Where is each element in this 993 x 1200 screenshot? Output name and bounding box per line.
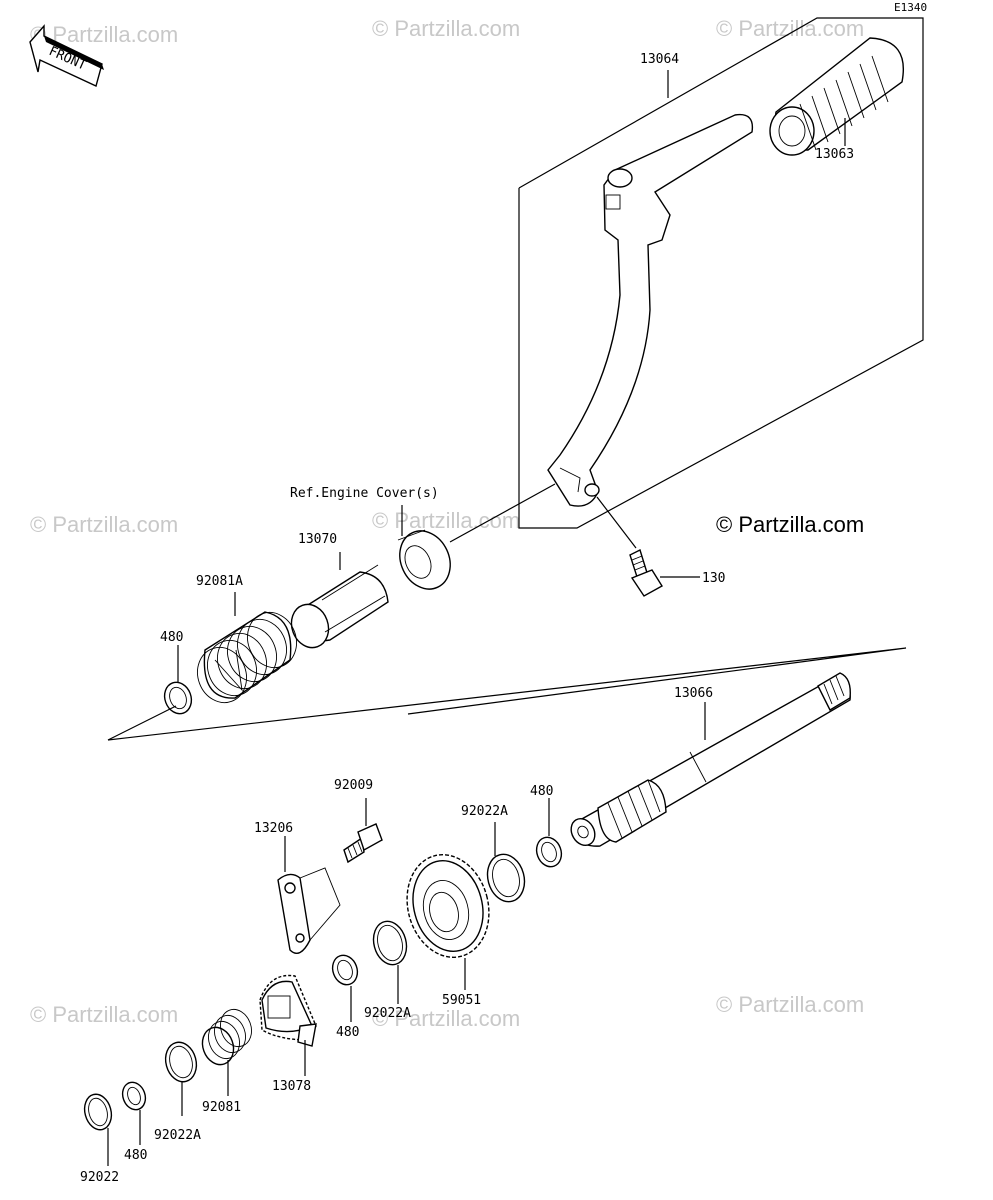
part-number-13064[interactable]: 13064 (640, 52, 679, 67)
diagram-code: E1340 (894, 1, 927, 14)
kick-pedal-arm (547, 113, 754, 507)
part-number-92022A[interactable]: 92022A (461, 804, 508, 819)
watermark: © Partzilla.com (716, 16, 864, 41)
washer (83, 1093, 113, 1131)
part-number-13206[interactable]: 13206 (254, 821, 293, 836)
part-number-92022A[interactable]: 92022A (154, 1128, 201, 1143)
circlip (121, 1081, 147, 1111)
grip-rubber (769, 37, 904, 156)
part-number-92009[interactable]: 92009 (334, 778, 373, 793)
circlip (535, 836, 563, 868)
part-number-480[interactable]: 480 (160, 630, 183, 645)
part-number-13078[interactable]: 13078 (272, 1079, 311, 1094)
part-number-13063[interactable]: 13063 (815, 147, 854, 162)
part-number-92022[interactable]: 92022 (80, 1170, 119, 1185)
watermark: © Partzilla.com (372, 1006, 520, 1031)
part-number-480[interactable]: 480 (336, 1025, 359, 1040)
watermark: © Partzilla.com (372, 508, 520, 533)
part-number-480[interactable]: 480 (530, 784, 553, 799)
front-arrow-icon: FRONT (29, 24, 104, 87)
kick-pedal-group (449, 17, 924, 597)
watermark: © Partzilla.com (372, 16, 520, 41)
part-number-480[interactable]: 480 (124, 1148, 147, 1163)
part-number-92081[interactable]: 92081 (202, 1100, 241, 1115)
watermark: © Partzilla.com (30, 512, 178, 537)
watermark: © Partzilla.com (30, 1002, 178, 1027)
kick-gear (406, 854, 490, 958)
washer (164, 1041, 198, 1083)
part-number-13066[interactable]: 13066 (674, 686, 713, 701)
part-number-130[interactable]: 130 (702, 571, 725, 586)
watermark: © Partzilla.com (716, 992, 864, 1017)
kick-shaft (570, 672, 851, 847)
watermarks: © Partzilla.com © Partzilla.com © Partzi… (30, 16, 864, 1031)
part-number-13070[interactable]: 13070 (298, 532, 337, 547)
bolt (629, 549, 663, 597)
ratchet-guide (277, 867, 341, 954)
washer (372, 920, 408, 966)
part-number-92081A[interactable]: 92081A (196, 574, 243, 589)
kick-spring (197, 611, 297, 704)
part-number-59051[interactable]: 59051 (442, 993, 481, 1008)
ratchet (259, 974, 317, 1047)
washer (486, 853, 526, 903)
credit-text: © Partzilla.com (716, 512, 864, 537)
ratchet-spring (201, 1008, 252, 1066)
collar (290, 564, 389, 649)
bolt (343, 823, 383, 864)
part-labels: 13064 13063 130 13070 92081A 480 13066 9… (80, 52, 854, 1185)
part-number-92022A[interactable]: 92022A (364, 1006, 411, 1021)
circlip (331, 954, 359, 986)
circlip (163, 681, 193, 715)
oil-seal (397, 529, 451, 590)
reference-note: Ref.Engine Cover(s) (290, 486, 439, 501)
